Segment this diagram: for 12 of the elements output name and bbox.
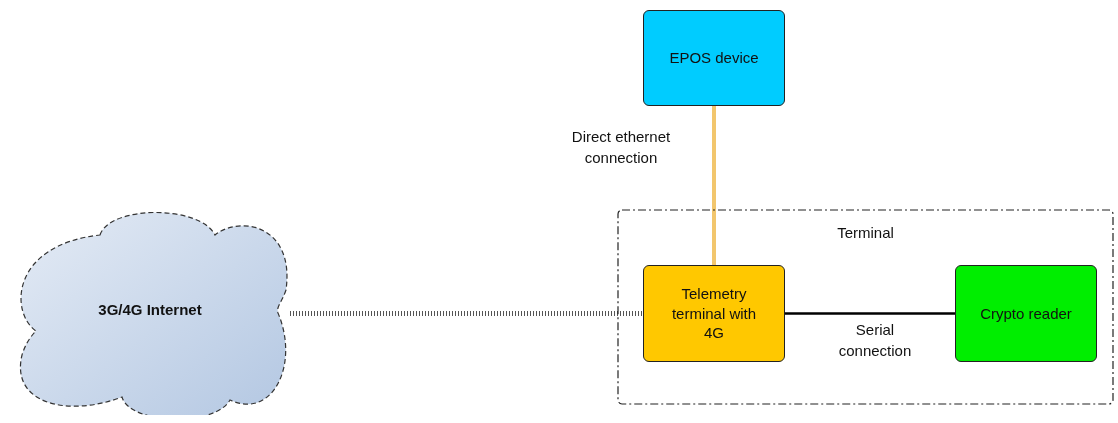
device-box xyxy=(955,265,1097,362)
connector-line xyxy=(785,312,955,315)
connector-line xyxy=(712,106,716,265)
group-boundary xyxy=(617,209,1114,405)
device-box xyxy=(643,265,785,362)
group-title: Terminal xyxy=(837,223,894,243)
node-label: Crypto reader xyxy=(980,303,1072,324)
connector-line xyxy=(290,311,643,316)
node-label: EPOS device xyxy=(669,48,759,68)
node-label: 3G/4G Internet xyxy=(98,300,202,320)
device-box xyxy=(643,10,785,106)
node-label: Telemetry terminal with 4G xyxy=(670,284,758,343)
